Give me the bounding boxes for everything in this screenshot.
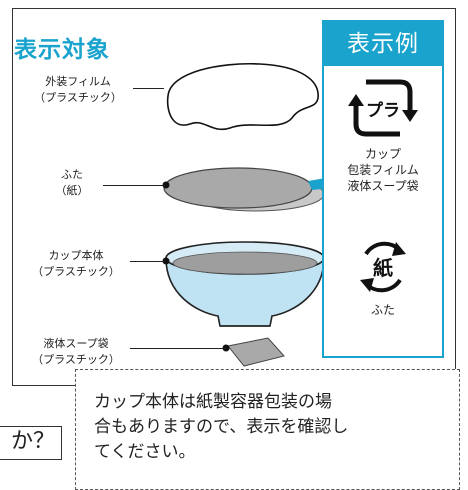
paper-recycle-mark-icon: 紙 xyxy=(360,241,406,293)
soup-bag-leader-line xyxy=(130,348,226,349)
plastic-recycle-mark-icon: プラ xyxy=(348,79,418,137)
page-title: 表示対象 xyxy=(14,37,110,63)
outer-film-label-line1: 外装フィルム xyxy=(45,75,111,88)
plastic-item-soup-bag: 液体スープ袋 xyxy=(347,179,419,193)
display-example-header: 表示例 xyxy=(324,22,442,66)
outer-film-illustration xyxy=(166,62,319,131)
note-line-2: 合もありますので、表示を確認し xyxy=(94,417,349,437)
note-line-3: てください。 xyxy=(94,442,196,462)
lid-illustration xyxy=(162,167,332,212)
outer-film-label: 外装フィルム （プラスチック） xyxy=(22,74,134,106)
cup-body-label-line1: カップ本体 xyxy=(48,249,104,262)
lid-label-line2: （紙） xyxy=(55,184,89,197)
soup-bag-label-line2: （プラスチック） xyxy=(32,353,120,366)
plastic-item-cup: カップ xyxy=(364,147,401,161)
paper-mark-text: 紙 xyxy=(373,256,393,280)
plastic-items-list: カップ 包装フィルム 液体スープ袋 xyxy=(324,146,442,194)
lid-label-line1: ふた xyxy=(61,168,83,181)
cup-body-label-line2: （プラスチック） xyxy=(32,265,120,278)
cup-body-illustration xyxy=(162,241,325,327)
paper-item-lid: ふた xyxy=(370,303,395,317)
cup-body-label: カップ本体 （プラスチック） xyxy=(20,248,132,280)
plastic-mark-text: プラ xyxy=(366,100,400,121)
paper-items-list: ふた xyxy=(324,302,442,318)
soup-bag-illustration xyxy=(222,337,285,367)
note-line-1: カップ本体は紙製容器包装の場 xyxy=(94,392,332,412)
plastic-item-film: 包装フィルム xyxy=(347,163,419,177)
lid-label: ふた （紙） xyxy=(36,167,108,199)
cup-body-leader-line xyxy=(130,261,164,262)
lid-leader-line xyxy=(103,185,165,186)
soup-bag-label: 液体スープ袋 （プラスチック） xyxy=(20,336,132,368)
outer-film-leader-line xyxy=(133,88,164,89)
outer-film-label-line2: （プラスチック） xyxy=(34,91,122,104)
note-box: カップ本体は紙製容器包装の場 合もありますので、表示を確認し てください。 xyxy=(75,369,460,490)
display-example-panel: 表示例 プラ カップ 包装フィルム 液体スープ袋 紙 ふた xyxy=(322,20,444,358)
partial-question-frame: か？ xyxy=(0,426,62,460)
soup-bag-label-line1: 液体スープ袋 xyxy=(43,337,109,350)
